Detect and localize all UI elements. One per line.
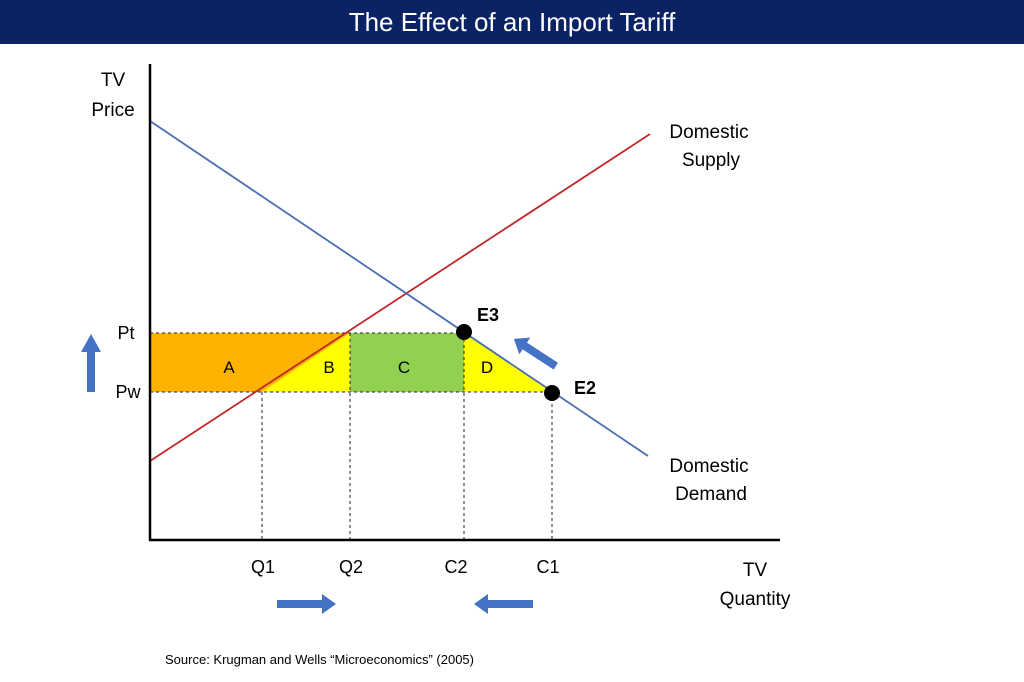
demand-curve	[149, 120, 649, 457]
point-e2	[544, 385, 560, 401]
area-label-c: C	[398, 358, 410, 377]
quantity-label-q1: Q1	[251, 557, 275, 577]
quantity-label-c1: C1	[536, 557, 559, 577]
supply-label-line1: Domestic	[669, 122, 748, 143]
x-axis-label-line1: TV	[743, 560, 768, 581]
demand-label-line1: Domestic	[669, 456, 748, 477]
price-label-pw: Pw	[115, 382, 141, 402]
quantity-label-c2: C2	[444, 557, 467, 577]
area-b	[262, 333, 350, 392]
q-right-arrow	[277, 594, 336, 614]
point-label-e2: E2	[574, 378, 596, 398]
x-axis-label-line2: Quantity	[720, 589, 791, 610]
quantity-label-q2: Q2	[339, 557, 363, 577]
supply-label-line2: Supply	[682, 150, 741, 171]
area-label-a: A	[223, 358, 235, 377]
c-left-arrow	[474, 594, 533, 614]
page-title: The Effect of an Import Tariff	[0, 0, 1024, 44]
y-axis-label-line1: TV	[101, 70, 126, 91]
demand-label-line2: Demand	[675, 484, 747, 505]
supply-curve	[149, 133, 651, 462]
area-a	[150, 333, 350, 392]
point-label-e3: E3	[477, 305, 499, 325]
area-label-d: D	[481, 358, 493, 377]
guide-lines	[150, 332, 553, 540]
shift-along-demand-arrow	[513, 337, 558, 370]
area-c	[350, 333, 464, 392]
source-citation: Source: Krugman and Wells “Microeconomic…	[165, 652, 474, 667]
point-e3	[456, 324, 472, 340]
price-up-arrow	[81, 334, 101, 392]
area-label-b: B	[323, 358, 334, 377]
price-label-pt: Pt	[117, 323, 134, 343]
y-axis-label-line2: Price	[91, 100, 134, 121]
